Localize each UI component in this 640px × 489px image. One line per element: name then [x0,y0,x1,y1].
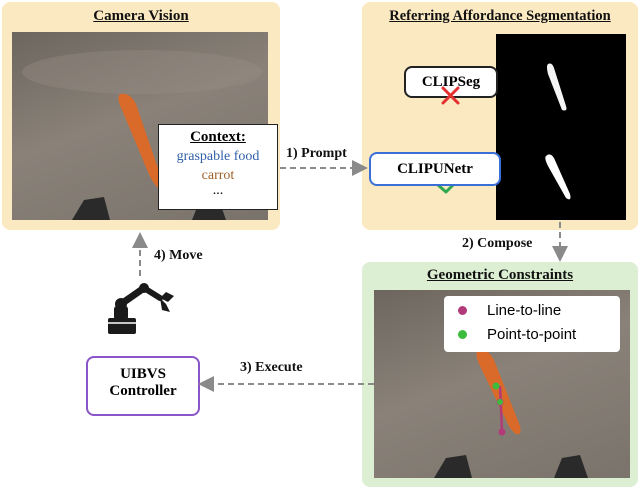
mask-shapes [545,63,571,200]
camera-vision-title: Camera Vision [93,8,189,24]
ras-title: Referring Affordance Segmentation [389,8,611,24]
legend-dot-point [458,330,467,339]
legend-item-line: Line-to-line [458,302,561,319]
clipunetr-label: CLIPUNetr [397,161,473,177]
context-line-food: graspable food [176,149,260,164]
prompt-label: 1) Prompt [286,146,347,161]
controller-line2: Controller [109,383,177,399]
clipseg-label: CLIPSeg [421,74,481,90]
controller-box: UIBVS Controller [86,356,200,416]
context-heading: Context: [190,129,246,145]
legend-label-point: Point-to-point [487,326,577,343]
compose-label: 2) Compose [462,236,533,251]
line-to-line-constraint [498,385,504,433]
legend-label-line: Line-to-line [487,302,562,319]
geo-scene [434,349,588,478]
robot-arm-icon [108,283,174,334]
carrot-shape [118,93,163,189]
legend-item-point: Point-to-point [458,326,576,343]
segmentation-mask [496,34,626,220]
point-to-point-a [492,382,500,390]
clipunetr-box: CLIPUNetr [369,152,501,186]
point-to-point-b [497,399,503,405]
controller-line1: UIBVS [120,366,166,382]
geo-legend: Line-to-line Point-to-point [444,296,620,352]
legend-dot-line [458,306,467,315]
execute-label: 3) Execute [240,360,303,375]
context-line-carrot: carrot [201,168,235,183]
geo-carrot-shape [476,349,521,435]
geo-title: Geometric Constraints [426,267,574,283]
mask-clipseg [547,63,567,111]
mask-clipunetr [545,154,571,200]
gripper-finger-left [72,197,110,220]
clipseg-box: CLIPSeg [404,66,498,98]
context-line-ellipsis: ... [212,183,224,198]
context-box: Context: graspable food carrot ... [158,124,278,210]
move-label: 4) Move [154,248,203,263]
